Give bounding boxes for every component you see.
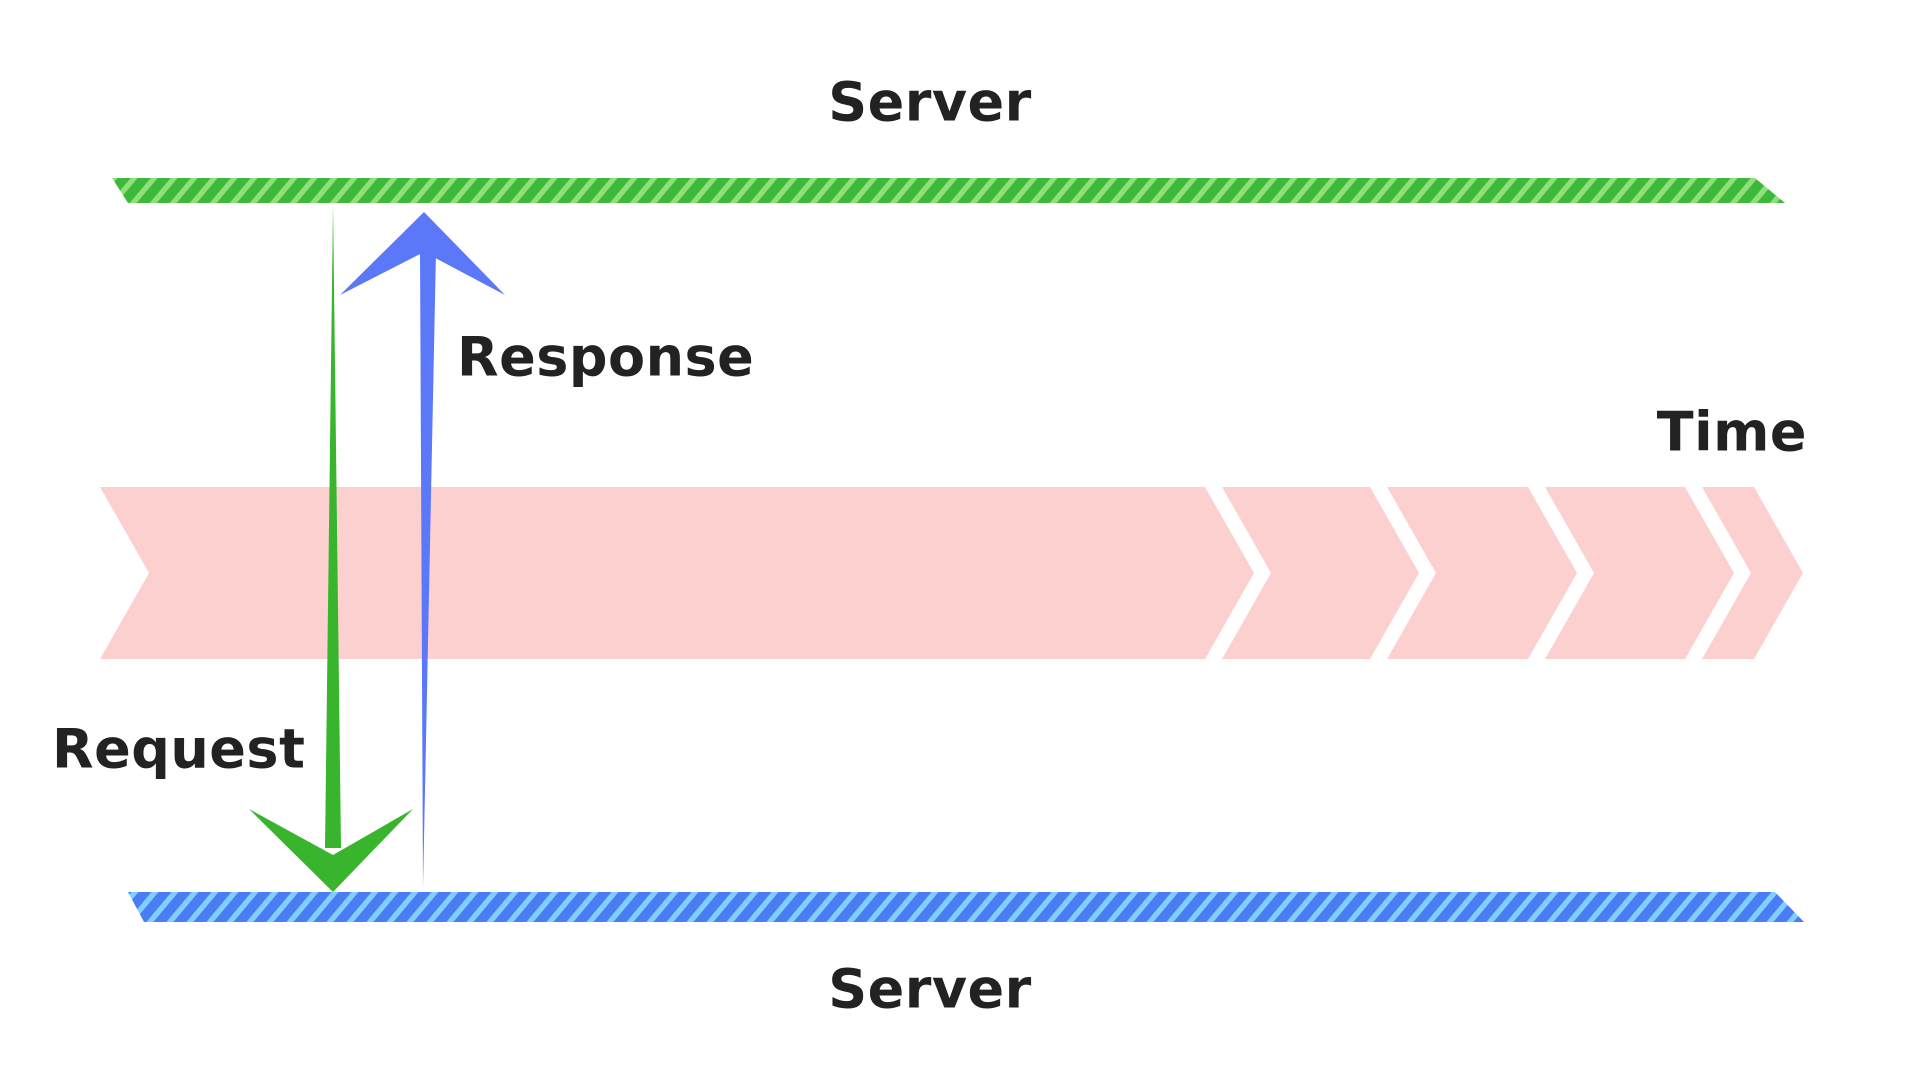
request-arrow-shaft [325, 205, 341, 848]
response-label: Response [457, 326, 754, 389]
time-arrow-band [100, 487, 1803, 659]
request-label: Request [52, 718, 305, 781]
request-arrow-head [249, 809, 413, 892]
request-arrow [249, 205, 413, 892]
top-server-label: Server [828, 71, 1032, 134]
bottom-server-label: Server [828, 958, 1032, 1021]
top-server-line [112, 178, 1785, 203]
response-arrow-shaft [420, 250, 436, 888]
response-arrow-head [340, 212, 505, 295]
time-band-chevron-3 [1545, 487, 1734, 659]
time-band-chevron-2 [1387, 487, 1577, 659]
bottom-server-line [128, 892, 1804, 922]
response-arrow [340, 212, 505, 888]
time-band-chevron-4 [1702, 487, 1803, 659]
time-band-main [100, 487, 1254, 659]
time-band-chevron-1 [1222, 487, 1419, 659]
time-label: Time [1657, 401, 1807, 464]
